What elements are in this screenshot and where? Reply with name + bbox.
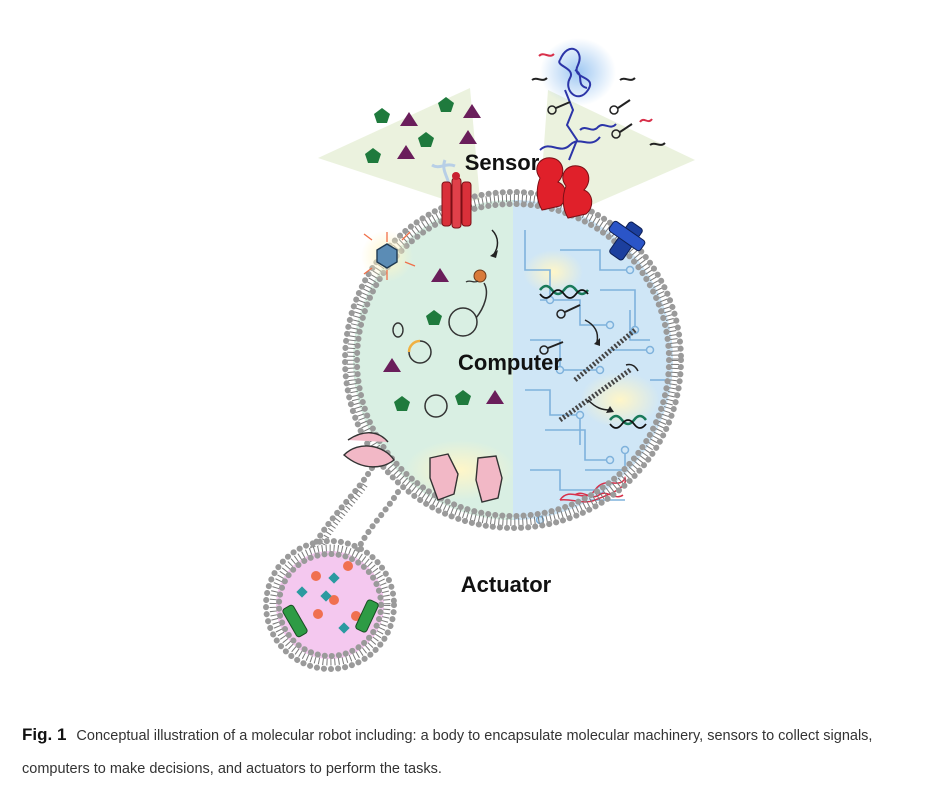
dna-strand — [579, 123, 617, 131]
triangle-icon — [383, 358, 401, 372]
sensor-label: Sensor — [465, 150, 540, 175]
triangle-icon — [400, 112, 418, 126]
pentagon-icon — [374, 108, 390, 123]
actuator-proteins — [342, 432, 503, 503]
arrow-icon — [625, 363, 639, 372]
cargo-particle — [351, 611, 361, 621]
sensor-receptor-2 — [562, 165, 593, 219]
cargo-diamond — [338, 622, 350, 634]
signal-molecules-left — [365, 97, 481, 191]
pentagon-icon — [438, 97, 454, 112]
hairpin-icon — [556, 304, 581, 319]
pentagon-icon — [365, 148, 381, 163]
blue-receptor — [608, 220, 646, 261]
pentagon-icon — [426, 310, 442, 325]
dna-tangle — [558, 47, 592, 161]
pentagon-icon — [455, 390, 471, 405]
pore-protein — [342, 445, 395, 468]
plasmid-icon — [424, 394, 448, 418]
arrow-icon — [584, 319, 599, 343]
vesicle-small — [392, 322, 404, 338]
plasmid-icon — [448, 307, 478, 337]
triangle-icon — [463, 104, 481, 118]
cargo-particle — [311, 571, 321, 581]
cargo-diamond — [320, 590, 332, 602]
actuator-protein-1 — [429, 453, 459, 501]
circuit-traces — [524, 230, 665, 501]
left-interior-molecules — [383, 229, 504, 418]
hairpin-icon — [611, 123, 633, 139]
caption-text: Conceptual illustration of a molecular r… — [22, 728, 873, 777]
cargo-diamond — [296, 586, 308, 598]
right-interior-molecules — [539, 284, 647, 503]
computer-label: Computer — [458, 350, 562, 375]
nanoparticle-icon — [361, 230, 416, 282]
triangle-icon — [486, 390, 504, 404]
membrane-tails — [347, 194, 679, 526]
ion-channel — [441, 172, 472, 229]
green-channel-icon — [282, 604, 308, 638]
cargo-particle — [329, 595, 339, 605]
actuator-label: Actuator — [461, 572, 552, 597]
triangle-icon — [459, 130, 477, 144]
triangle-icon — [431, 268, 449, 282]
budding-vesicle — [263, 538, 397, 672]
dna-strand — [539, 136, 601, 151]
helix-strand — [539, 284, 589, 296]
cargo-diamond — [328, 572, 340, 584]
ribosome-icon — [473, 269, 487, 283]
cargo-particle — [343, 561, 353, 571]
triangle-icon — [397, 145, 415, 159]
molecular-robot-diagram: Sensor Computer Actuator — [263, 38, 695, 672]
signal-molecules-right — [531, 47, 666, 161]
actuator-protein-2 — [475, 455, 503, 503]
membrane-outer-heads — [342, 189, 684, 531]
hairpin-icon — [547, 101, 571, 115]
pentagon-icon — [418, 132, 434, 147]
hairpin-icon — [609, 99, 631, 115]
sensor-receptor-1 — [536, 157, 567, 211]
hairpin-icon — [539, 341, 564, 355]
duplex — [573, 328, 637, 382]
cargo-particle — [313, 609, 323, 619]
figure-label: Fig. 1 — [22, 725, 67, 744]
pentagon-icon — [394, 396, 410, 411]
sensor-signal-cone-left — [318, 88, 480, 202]
green-channel-icon — [355, 599, 379, 633]
helix-strand — [609, 414, 647, 426]
membrane-inner-heads — [354, 201, 672, 519]
